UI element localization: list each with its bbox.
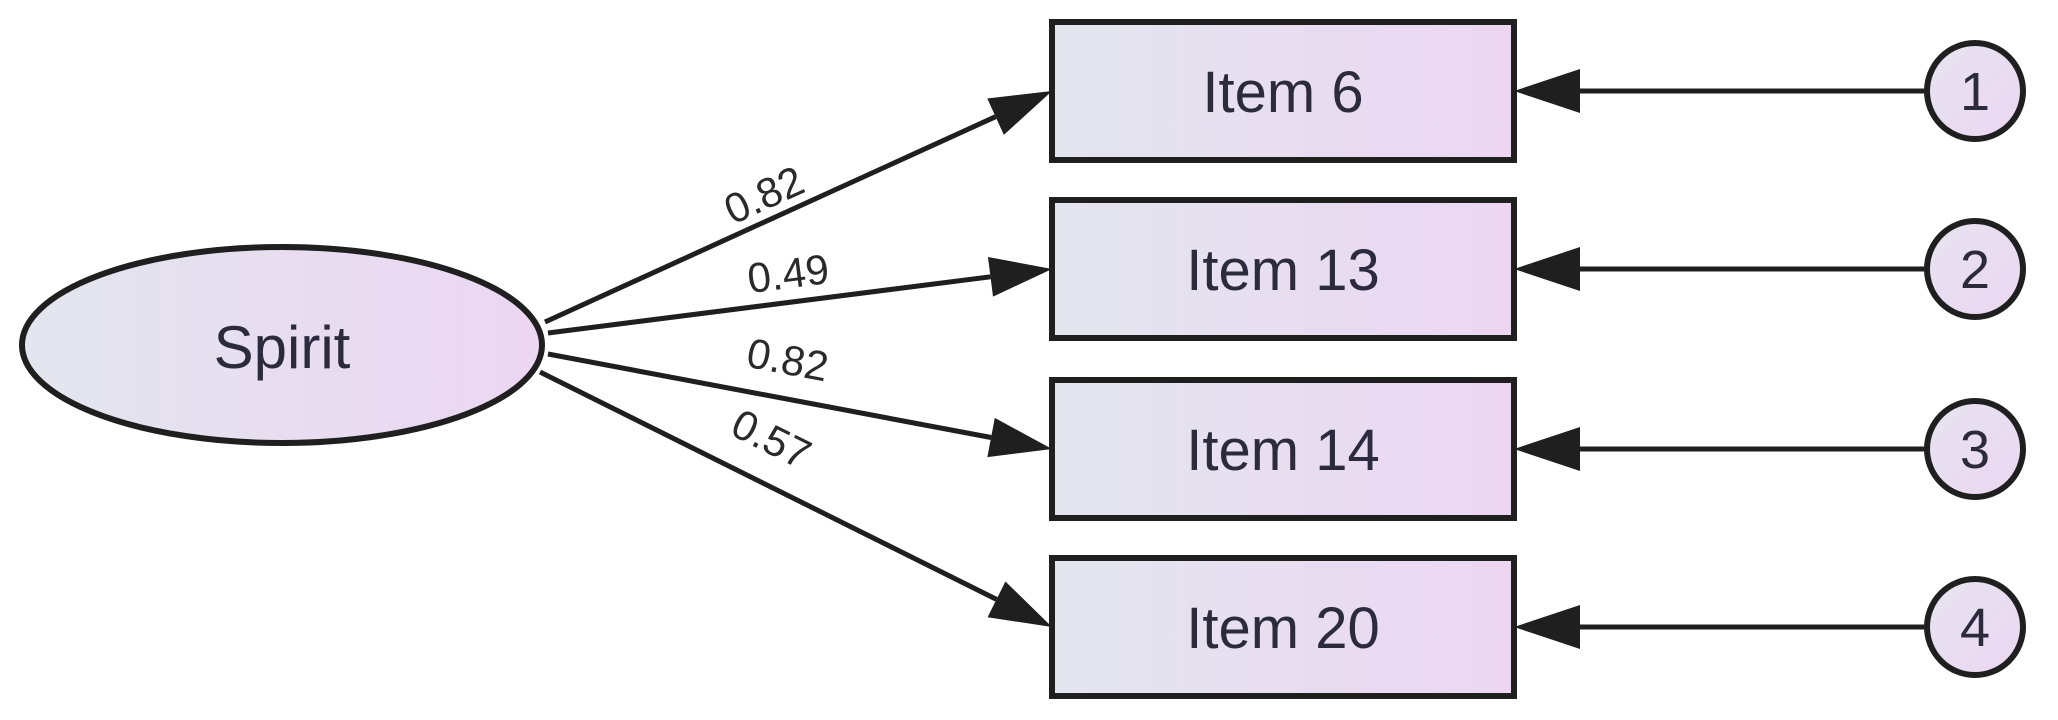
error-label: 3 [1960,420,1990,480]
error-label: 2 [1960,240,1990,300]
item-node: Item 20 [1049,555,1517,699]
error-node: 3 [1514,398,2026,500]
error-label: 1 [1960,62,1990,122]
item-label: Item 6 [1202,60,1363,125]
error-label: 4 [1960,598,1990,658]
item-node: Item 13 [1049,197,1517,341]
latent-variable: Spirit [19,244,545,446]
error-circle [1924,398,2026,500]
item-box [1049,197,1517,341]
item-box [1049,377,1517,521]
error-node: 1 [1514,40,2026,142]
loading-arrowhead [987,417,1052,458]
error-circle [1924,40,2026,142]
latent-label: Spirit [214,314,351,381]
loading-arrow-line [538,369,998,602]
item-node: Item 14 [1049,377,1517,521]
error-node: 4 [1514,576,2026,678]
path-coefficient: 0.49 [745,245,832,302]
latent-ellipse [19,244,545,446]
error-node: 2 [1514,218,2026,320]
item-label: Item 13 [1186,238,1379,303]
loading-arrow-line [547,274,991,336]
error-arrowhead [1514,247,1580,291]
path-coefficient: 0.82 [743,329,832,390]
error-terms: 1 2 3 4 [1514,40,2026,678]
path-arrows: 0.820.490.820.57 [538,91,1052,627]
item-box [1049,555,1517,699]
error-circle [1924,218,2026,320]
loading-arrowhead [987,581,1052,627]
error-circle [1924,576,2026,678]
loading-arrowhead [987,91,1052,135]
item-label: Item 14 [1186,418,1379,483]
loading-arrow-line [543,114,997,325]
item-node: Item 6 [1049,19,1517,163]
item-label: Item 20 [1186,596,1379,661]
path-coefficient: 0.57 [724,400,818,479]
error-arrowhead [1514,605,1580,649]
error-arrowhead [1514,427,1580,471]
observed-items: Item 6 Item 13 Item 14 Item 20 [1049,19,1517,699]
loading-arrow-line [547,351,992,440]
error-arrowhead [1514,69,1580,113]
loading-arrowhead [987,256,1052,297]
